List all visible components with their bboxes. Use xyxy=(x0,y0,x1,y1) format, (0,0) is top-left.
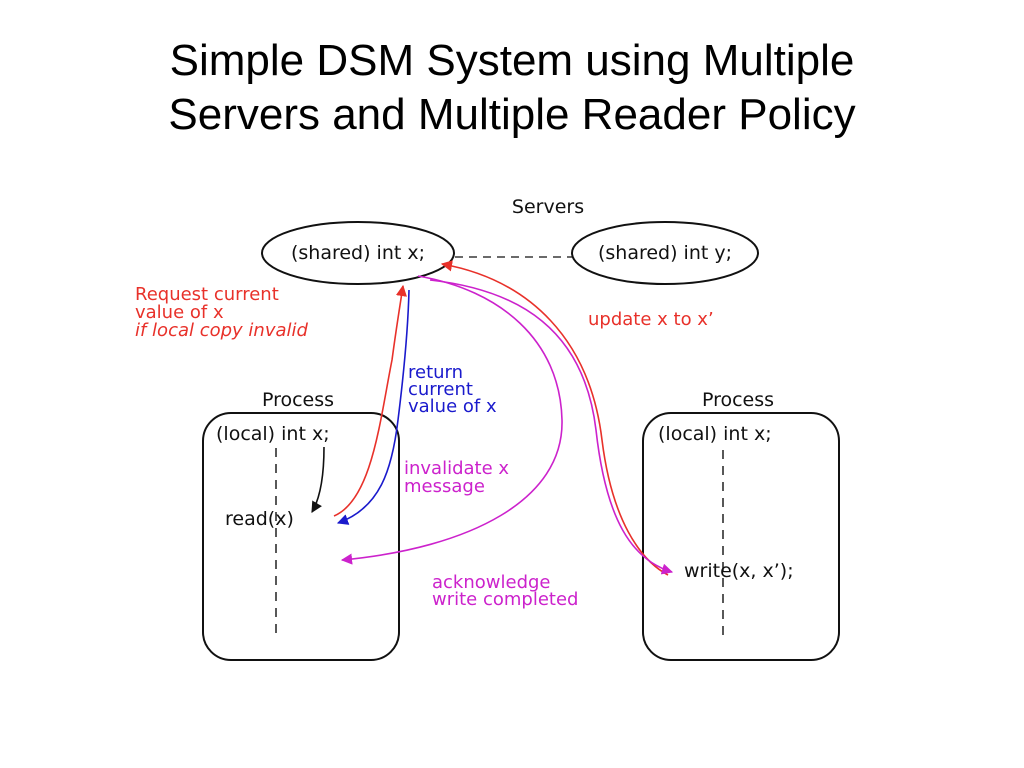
request-arrow xyxy=(333,284,407,517)
request-label-line-3: if local copy invalid xyxy=(135,320,309,341)
server-y-label: (shared) int y; xyxy=(598,242,732,264)
invalidate-arrow xyxy=(340,275,563,565)
invalidate-label-line-2: message xyxy=(404,476,485,497)
slide-title-line-1: Simple DSM System using Multiple xyxy=(169,36,855,85)
process-right-local: (local) int x; xyxy=(658,423,772,445)
return-arrow xyxy=(336,289,410,525)
server-x-node xyxy=(261,221,455,285)
server-x-label: (shared) int x; xyxy=(291,242,425,264)
return-label-line-3: value of x xyxy=(408,396,497,417)
process-left-label: Process xyxy=(262,389,334,411)
return-label-line-1: return xyxy=(408,362,463,383)
process-right-box xyxy=(642,412,840,661)
slide-title-line-2: Servers and Multiple Reader Policy xyxy=(168,90,856,139)
return-label-line-2: current xyxy=(408,379,473,400)
process-right-label: Process xyxy=(702,389,774,411)
request-label-line-2: value of x xyxy=(135,302,224,323)
servers-label: Servers xyxy=(512,196,584,218)
process-left-op: read(x) xyxy=(225,508,294,530)
process-right-op: write(x, x’); xyxy=(684,560,794,582)
acknowledge-label-line-2: write completed xyxy=(432,589,578,610)
local-to-read-arrow xyxy=(311,446,325,513)
slide-title: Simple DSM System using Multiple Servers… xyxy=(0,34,1024,142)
update-arrow xyxy=(440,260,669,576)
request-label-line-1: Request current xyxy=(135,284,279,305)
acknowledge-label-line-1: acknowledge xyxy=(432,572,551,593)
process-left-local: (local) int x; xyxy=(216,423,330,445)
server-y-node xyxy=(571,221,759,285)
process-left-box xyxy=(202,412,400,661)
acknowledge-arrow xyxy=(429,279,674,575)
invalidate-label-line-1: invalidate x xyxy=(404,458,509,479)
update-label: update x to x’ xyxy=(588,309,714,330)
